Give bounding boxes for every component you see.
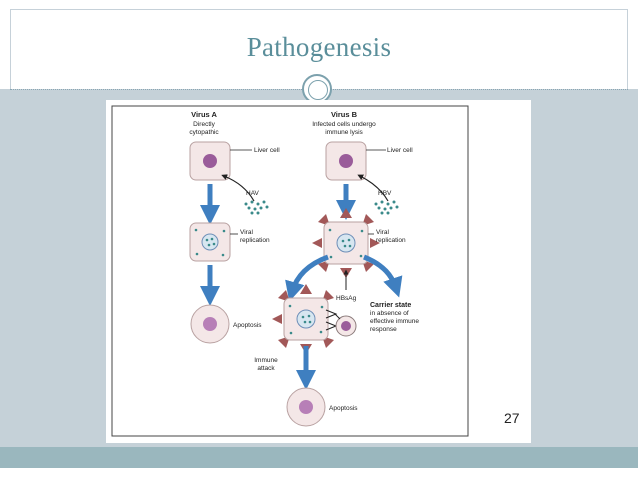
virus-a-replication-nucleus: [201, 233, 219, 251]
t-cell-receptor: [334, 313, 341, 320]
virus-b-replication-label-2: replication: [376, 237, 406, 244]
pathogenesis-diagram: Virus A Directly cytopathic Liver cell H…: [111, 105, 469, 437]
virus-a-replication-particles: [194, 228, 226, 257]
virus-a-virus-label: HAV: [246, 190, 260, 197]
carrier-title: Carrier state: [370, 302, 411, 309]
figure-border: [111, 105, 469, 437]
frame-left-line: [10, 9, 11, 89]
virus-b-nucleus: [339, 154, 353, 168]
virus-a-nucleus: [203, 154, 217, 168]
virus-a-subtitle-1: Directly: [193, 121, 215, 128]
virus-b-liver-label: Liver cell: [387, 147, 413, 154]
immune-attack-label-1: Immune: [254, 357, 278, 364]
virus-b-infection-arrow: [357, 174, 389, 202]
carrier-line-2: effective immune: [370, 318, 419, 325]
virus-a-particles: [244, 200, 269, 215]
virus-b-outcome-label: Apoptosis: [329, 405, 358, 412]
virus-a-title: Virus A: [191, 110, 217, 119]
virus-b-replicating-cell: [312, 208, 380, 278]
virus-b-arrow-to-attack: [285, 254, 329, 302]
carrier-line-1: in absence of: [370, 310, 409, 317]
virus-a-liver-label: Liver cell: [254, 147, 280, 154]
virus-a-subtitle-2: cytopathic: [189, 129, 219, 136]
virus-b-apoptotic-nucleus: [299, 400, 313, 414]
virus-b-attacked-cell: [272, 284, 338, 354]
virus-b-virus-label: HBV: [378, 190, 392, 197]
frame-top-line: [10, 9, 628, 10]
bottom-strip: [0, 447, 638, 468]
virus-a-infection-arrow: [221, 174, 255, 202]
virus-b-title: Virus B: [331, 110, 358, 119]
virus-a-replication-label-2: replication: [240, 237, 270, 244]
carrier-line-3: response: [370, 326, 397, 333]
virus-b-replication-label-1: Viral: [376, 229, 389, 236]
frame-right-line: [627, 9, 628, 89]
virus-a-apoptotic-nucleus: [203, 317, 217, 331]
immune-attack-label-2: attack: [257, 365, 275, 372]
virus-b-subtitle-2: immune lysis: [325, 129, 363, 136]
pathogenesis-figure: Virus A Directly cytopathic Liver cell H…: [106, 100, 531, 443]
slide-title: Pathogenesis: [246, 32, 392, 62]
virus-b-arrow-to-carrier: [363, 254, 403, 298]
virus-b-particles: [374, 200, 399, 215]
page-number: 27: [504, 410, 520, 426]
hbsag-label: HBsAg: [336, 295, 357, 302]
t-cell-nucleus: [341, 321, 351, 331]
virus-b-subtitle-1: Infected cells undergo: [312, 121, 376, 128]
title-circle-ornament: [302, 74, 332, 104]
virus-a-outcome-label: Apoptosis: [233, 322, 262, 329]
virus-a-replication-label-1: Viral: [240, 229, 253, 236]
